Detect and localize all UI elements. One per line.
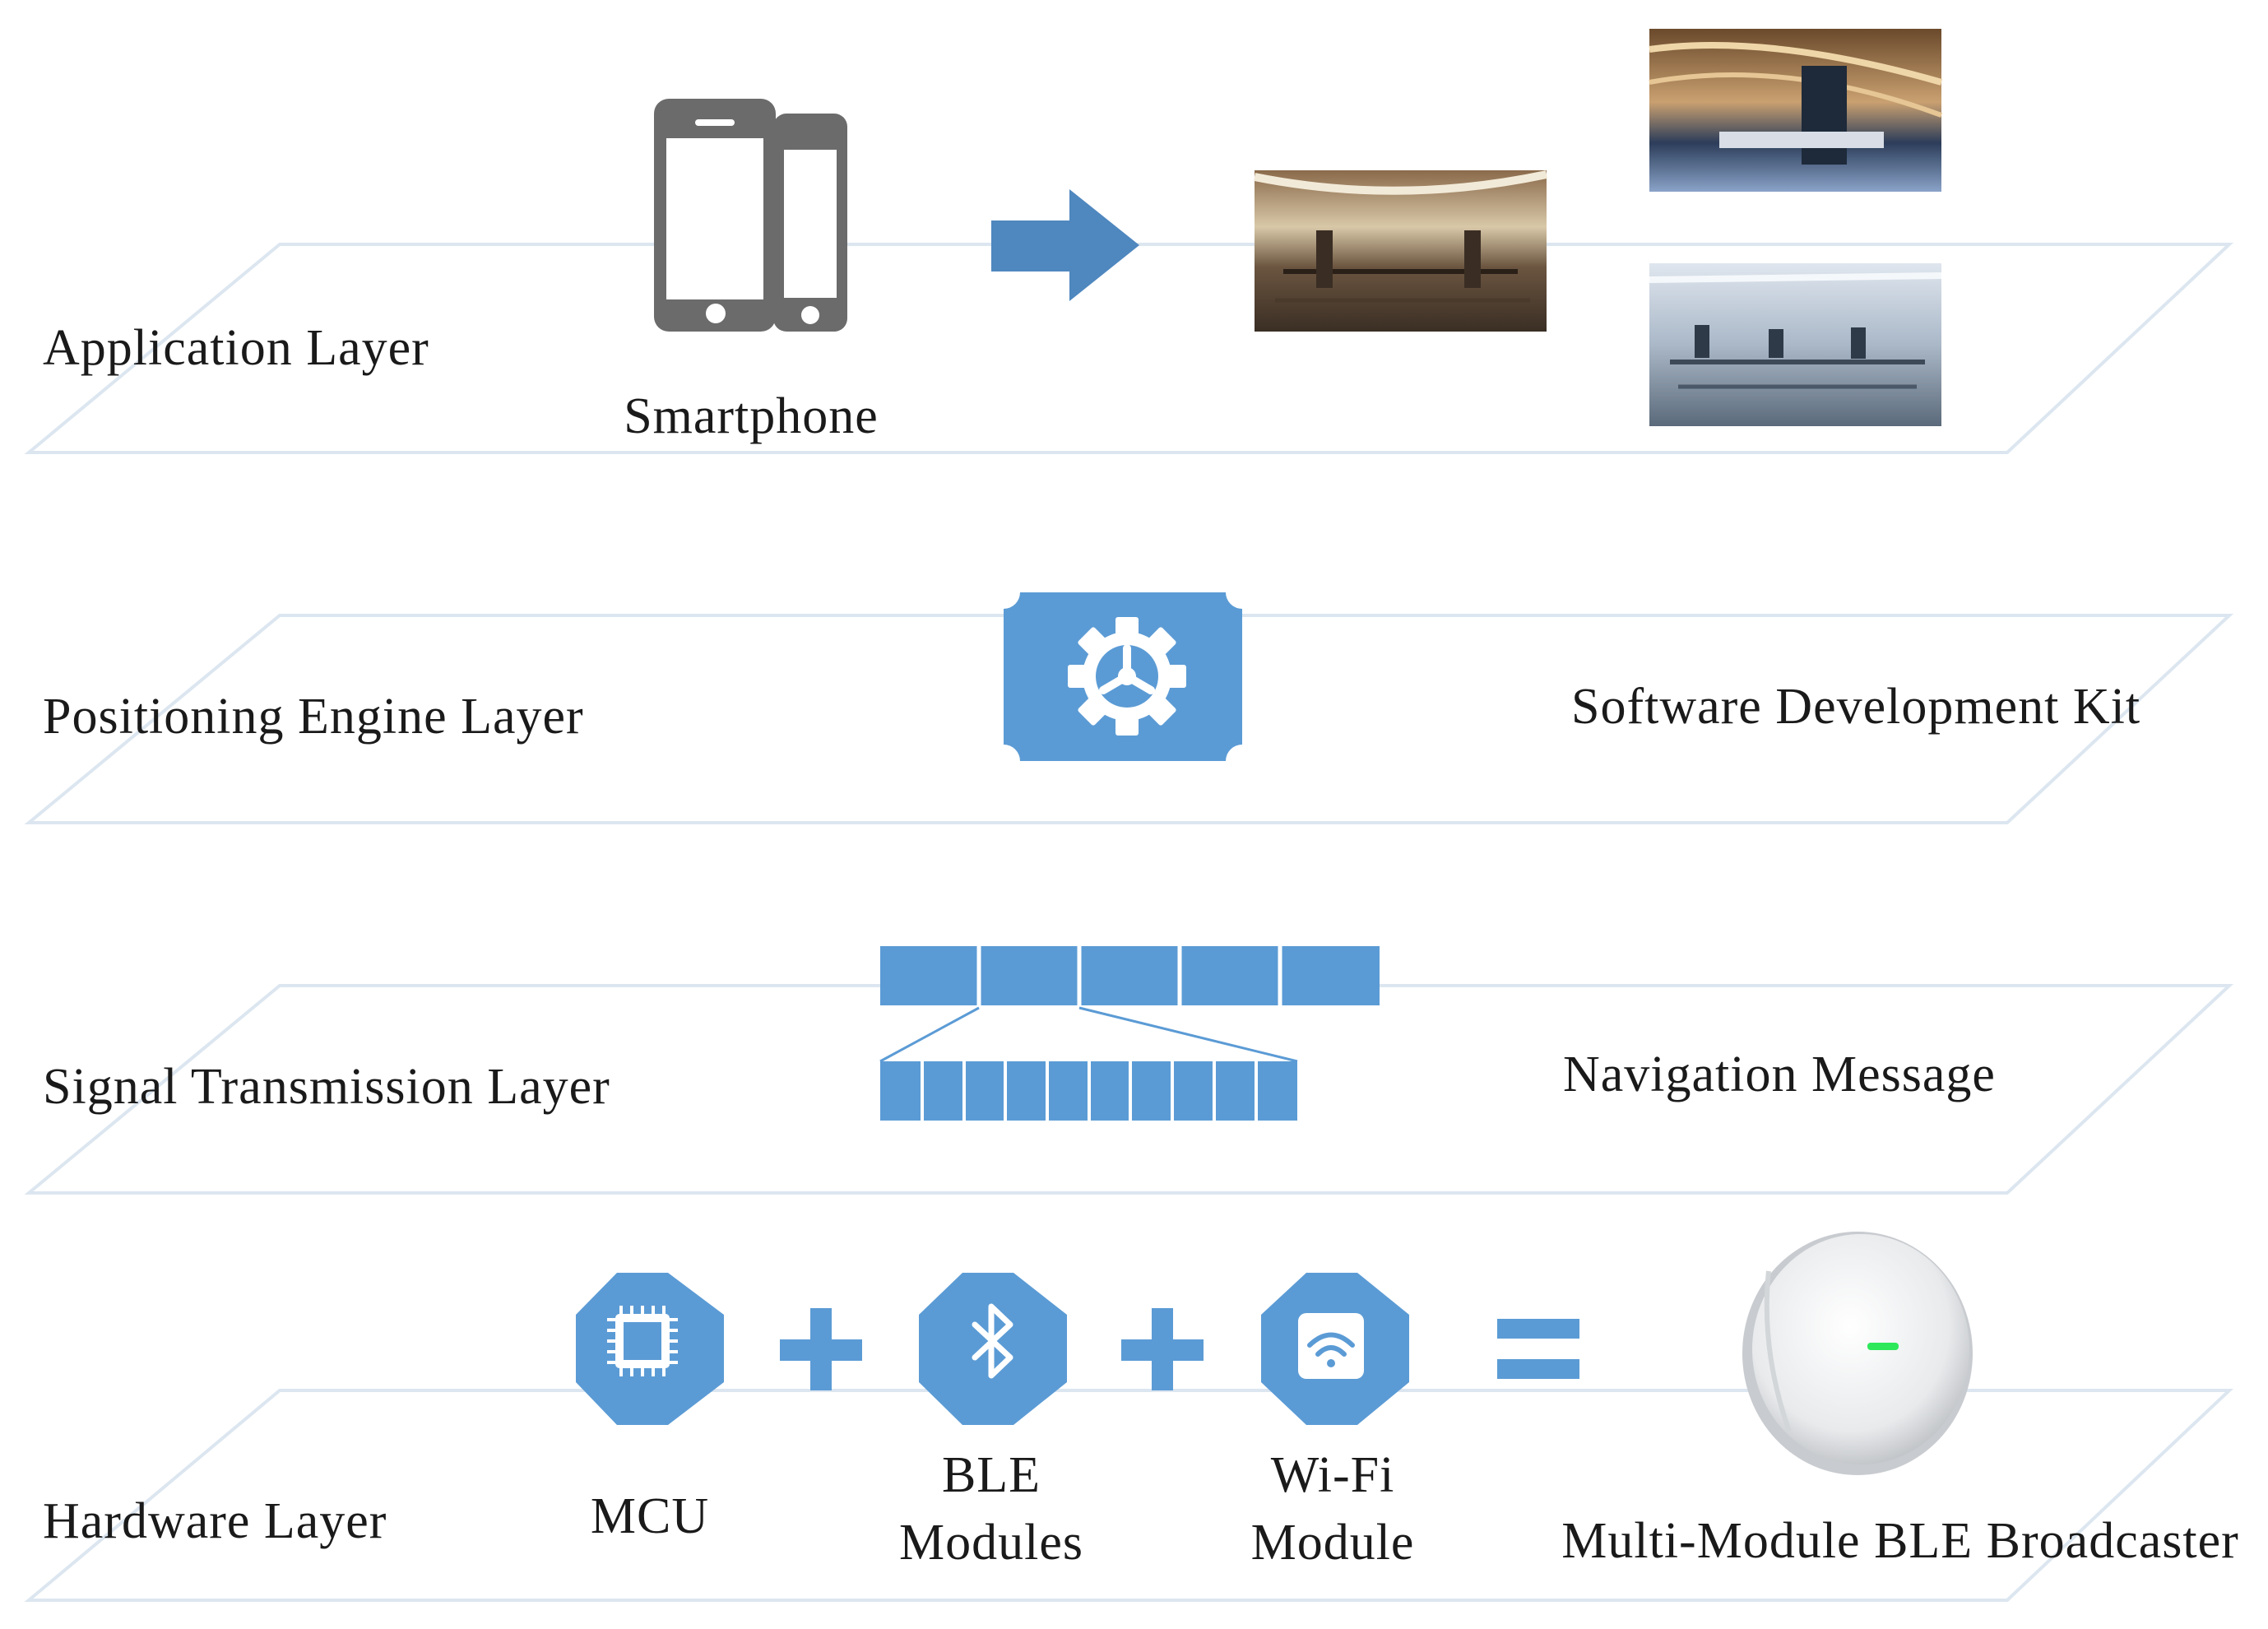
equals-icon: [1497, 1319, 1579, 1379]
smartphone-label: Smartphone: [624, 388, 879, 444]
right-arrow-icon: [991, 189, 1139, 301]
smartphone-icon: [654, 99, 847, 332]
bluetooth-icon: [919, 1273, 1067, 1425]
hardware-layer-label: Hardware Layer: [43, 1493, 387, 1549]
hardware-plane: [24, 1389, 2234, 1602]
gear-icon: [1068, 617, 1186, 736]
ble-label-line2: Modules: [899, 1515, 1083, 1571]
navigation-message-frame: [879, 946, 1380, 1121]
airport-terminal-photo: [1649, 29, 1943, 192]
wifi-module-icon: [1261, 1273, 1409, 1425]
led-indicator: [1867, 1343, 1899, 1350]
sdk-label: Software Development Kit: [1571, 679, 2141, 735]
plus-icon-1: [780, 1308, 862, 1390]
office-photo: [1649, 263, 1942, 426]
wifi-label-line1: Wi-Fi: [1270, 1447, 1395, 1503]
ble-broadcaster-device: [1742, 1232, 1973, 1475]
plus-icon-2: [1121, 1308, 1204, 1390]
mcu-label: MCU: [590, 1488, 710, 1544]
mcu-chip-icon: [576, 1273, 724, 1425]
signal-transmission-layer-label: Signal Transmission Layer: [43, 1059, 610, 1115]
broadcaster-label: Multi-Module BLE Broadcaster: [1561, 1513, 2239, 1569]
wifi-label-line2: Module: [1250, 1515, 1415, 1571]
navigation-message-label: Navigation Message: [1563, 1047, 1996, 1102]
wifi-module-label: Wi-Fi Module: [1251, 1441, 1415, 1576]
application-layer-label: Application Layer: [43, 320, 429, 376]
ble-modules-label: BLE Modules: [899, 1441, 1083, 1576]
positioning-engine-layer-label: Positioning Engine Layer: [43, 689, 584, 745]
shopping-mall-photo: [1254, 170, 1548, 332]
ble-label-line1: BLE: [941, 1447, 1041, 1503]
